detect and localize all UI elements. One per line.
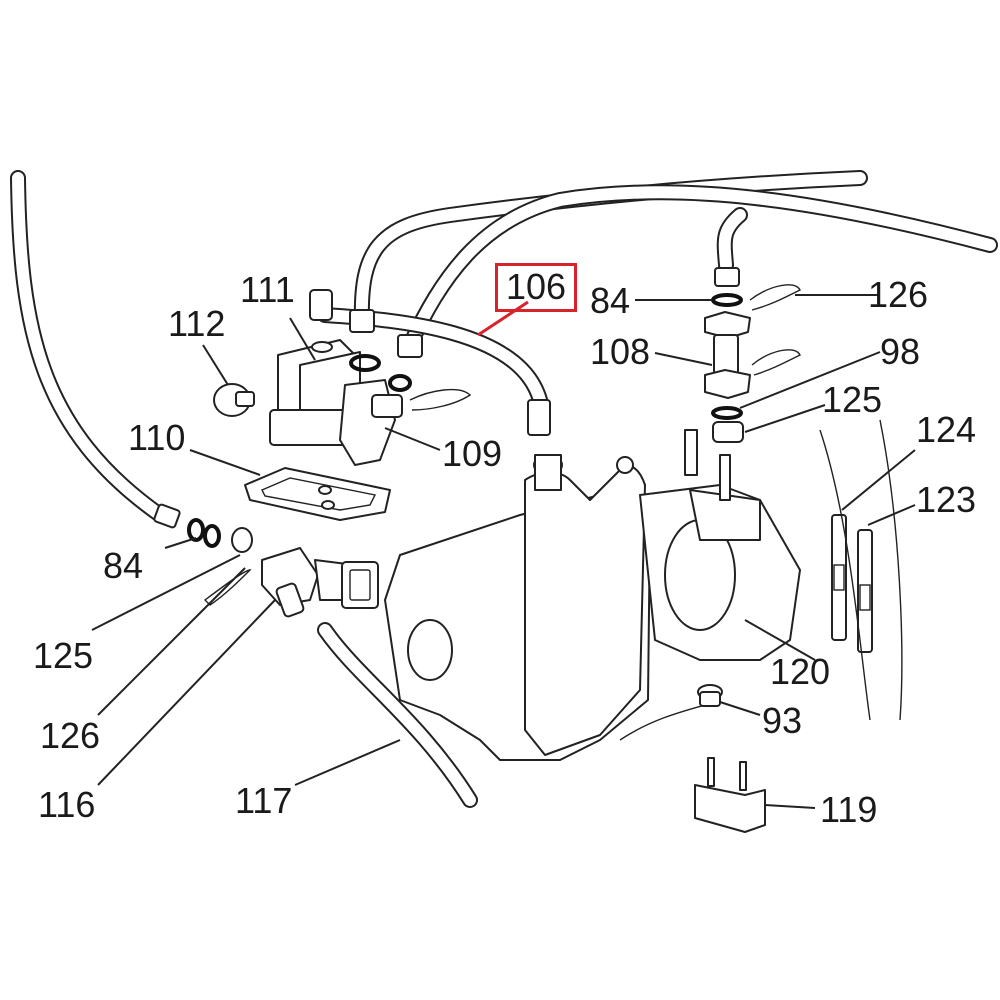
leader-lines (91, 294, 916, 809)
callout-126-right: 126 (868, 274, 929, 315)
callout-84-left: 84 (103, 545, 144, 586)
left-seals (187, 518, 253, 553)
thermal-fuse-119 (694, 757, 766, 833)
valve-108-assembly (704, 267, 801, 443)
callout-112: 112 (168, 303, 226, 344)
callout-117: 117 (235, 780, 293, 821)
callout-93: 93 (762, 700, 803, 741)
screw-93 (619, 684, 723, 741)
heating-rods (819, 419, 903, 721)
callout-84-right: 84 (590, 280, 631, 321)
clip-126-left (203, 569, 252, 606)
callout-108: 108 (590, 331, 651, 372)
boiler-assembly (384, 429, 801, 761)
knob-112 (213, 383, 255, 417)
callout-125-left: 125 (33, 635, 94, 676)
gasket-110 (244, 467, 391, 521)
callout-106: 106 (495, 263, 578, 312)
callout-98: 98 (880, 331, 921, 372)
callout-124: 124 (916, 409, 977, 450)
callout-116: 116 (38, 784, 96, 825)
callout-111: 111 (240, 269, 295, 310)
callout-123: 123 (916, 479, 977, 520)
tube-117 (317, 622, 478, 808)
callout-109: 109 (442, 433, 503, 474)
top-tubes (353, 170, 998, 353)
callout-126-left: 126 (40, 715, 101, 756)
solenoid-valve-111 (269, 289, 423, 446)
fitting-116 (261, 547, 379, 618)
left-long-tube (10, 170, 181, 529)
fitting-109 (339, 354, 472, 466)
callout-119: 119 (820, 789, 878, 830)
callout-110: 110 (128, 417, 186, 458)
callout-120: 120 (770, 651, 831, 692)
callout-125-right: 125 (822, 379, 883, 420)
